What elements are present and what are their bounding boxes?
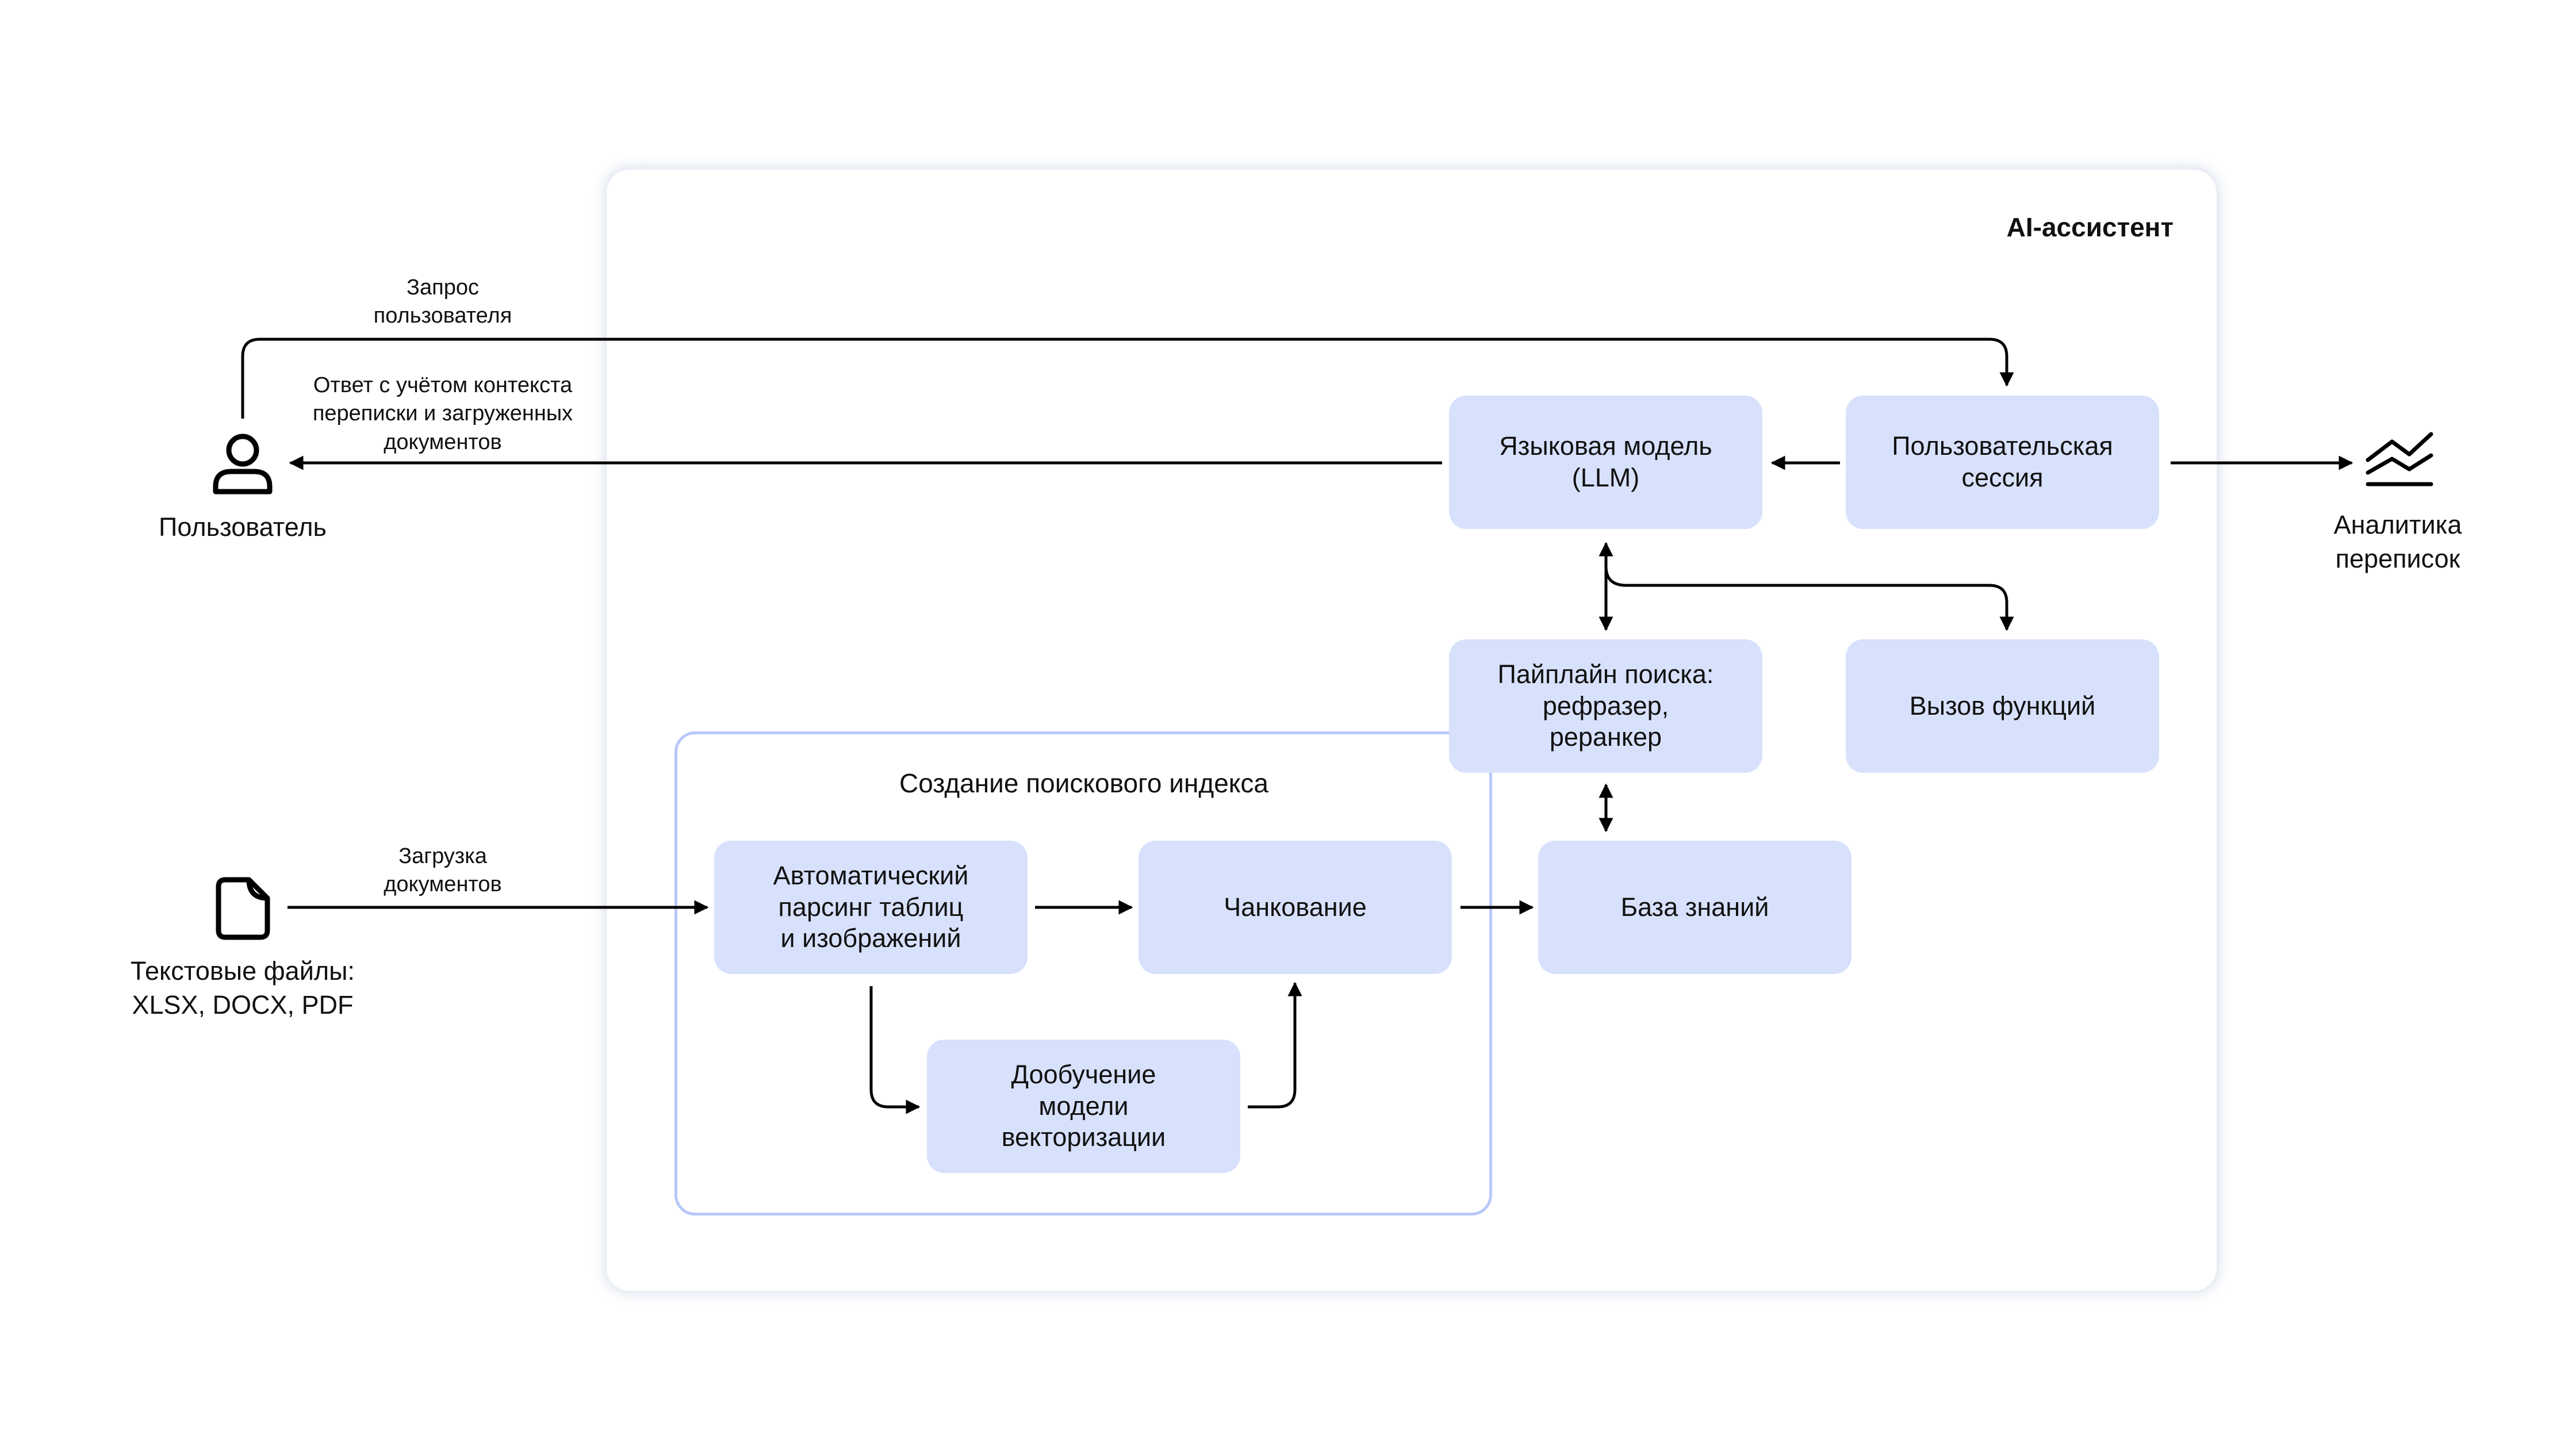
ai-assistant-title: AI-ассистент: [2006, 212, 2174, 242]
request-label: Запрос пользователя: [373, 275, 512, 328]
user-label: Пользователь: [158, 512, 327, 542]
auto-parsing-node: Автоматический парсинг таблиц и изображе…: [714, 841, 1028, 974]
text-files-label: Текстовые файлы: XLSX, DOCX, PDF: [131, 956, 355, 1019]
embedding-finetune-node: Дообучение модели векторизации: [927, 1040, 1240, 1173]
user-session-node: Пользовательская сессия: [1846, 396, 2159, 529]
analytics-label: Аналитика переписок: [2333, 510, 2462, 573]
search-index-title: Создание поискового индекса: [899, 768, 1269, 798]
llm-node: Языковая модель (LLM): [1449, 396, 1762, 529]
chart-lines-icon: [2366, 432, 2433, 486]
llm-to-functions-arrow: [1604, 566, 2014, 631]
document-icon: [216, 877, 270, 940]
finetune-to-chunking-arrow: [1248, 982, 1302, 1109]
upload-label: Загрузка документов: [384, 844, 502, 897]
knowledge-base-node: База знаний: [1538, 841, 1851, 974]
function-call-node: Вызов функций: [1846, 639, 2159, 773]
search-index-container: [674, 731, 1492, 1216]
search-pipeline-node: Пайплайн поиска: рефразер, реранкер: [1449, 639, 1762, 773]
user-icon: [213, 434, 273, 494]
parsing-to-finetune-arrow: [869, 986, 921, 1114]
response-label: Ответ с учётом контекста переписки и заг…: [312, 373, 573, 454]
request-arrow: [241, 338, 2014, 419]
chunking-node: Чанкование: [1138, 841, 1452, 974]
